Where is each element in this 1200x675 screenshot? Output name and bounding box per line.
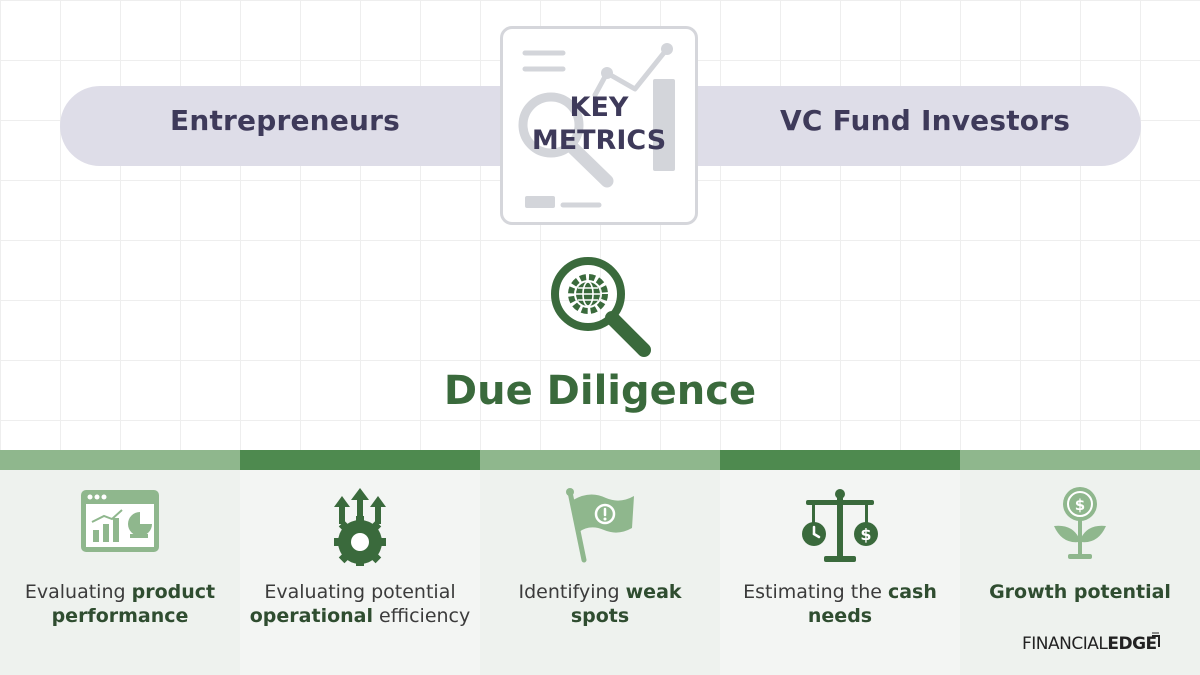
key-metrics-card: KEY METRICS xyxy=(500,26,698,225)
column-top-bar xyxy=(0,450,240,470)
metric-text: Evaluating potential operational efficie… xyxy=(249,581,471,627)
report-analytics-icon xyxy=(518,43,675,208)
column-top-bar xyxy=(240,450,480,470)
dollar-sign-icon: $ xyxy=(1075,496,1085,514)
brand-mark-icon xyxy=(1152,632,1160,647)
balance-scale-icon: $ xyxy=(802,489,878,562)
metric-text: Evaluating product performance xyxy=(24,581,216,627)
magnifier-gear-globe-icon xyxy=(551,257,651,357)
vc-fund-investors-label: VC Fund Investors xyxy=(780,104,1071,137)
column-top-bar xyxy=(720,450,960,470)
money-plant-icon: $ xyxy=(1054,487,1106,559)
column-top-bar xyxy=(960,450,1200,470)
metric-column-product-performance: Evaluating product performance xyxy=(0,450,240,675)
dollar-sign-icon: $ xyxy=(860,525,871,544)
gear-arrows-up-icon xyxy=(334,488,386,566)
metric-text: Identifying weak spots xyxy=(518,581,682,627)
metric-column-operational-efficiency: Evaluating potential operational efficie… xyxy=(240,450,480,675)
dashboard-chart-icon xyxy=(81,490,159,552)
metric-text: Growth potential xyxy=(989,581,1171,603)
column-top-bar xyxy=(480,450,720,470)
brand-logo: FINANCIALEDGE xyxy=(1022,634,1157,654)
metric-text: Estimating the cash needs xyxy=(743,581,937,627)
metric-column-cash-needs: $ Estimating the cash needs xyxy=(720,450,960,675)
metric-column-weak-spots: Identifying weak spots xyxy=(480,450,720,675)
key-metrics-title: KEY METRICS xyxy=(531,92,667,156)
entrepreneurs-label: Entrepreneurs xyxy=(170,104,401,137)
due-diligence-title: Due Diligence xyxy=(443,368,757,414)
warning-flag-icon xyxy=(566,488,634,563)
